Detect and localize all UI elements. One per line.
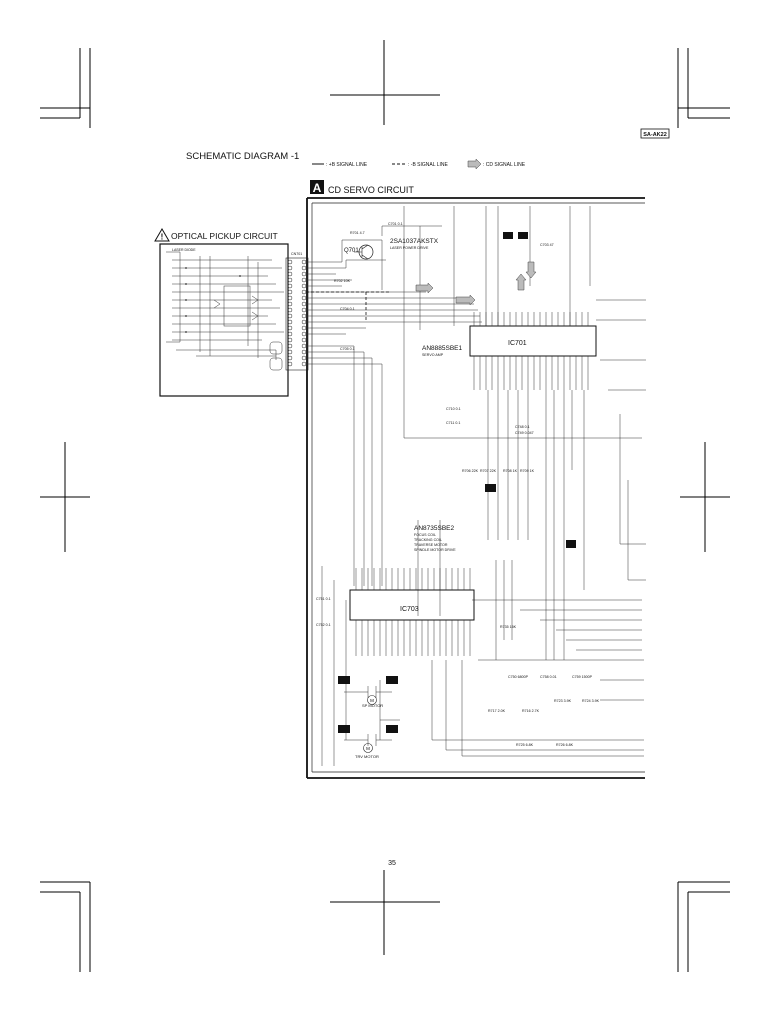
legend-cd-signal: : CD SIGNAL LINE	[483, 162, 526, 168]
comp-r726: R726 6.8K	[556, 743, 574, 747]
legend-minus-b: : -B SIGNAL LINE	[408, 162, 448, 168]
optical-pickup-block: ! OPTICAL PICKUP CIRCUIT LASER DIODE	[154, 228, 289, 397]
comp-r717: R717 2.0K	[488, 709, 506, 713]
comp-r702: R702 10K	[334, 279, 351, 283]
q701-part: 2SA1037AKSTX	[390, 238, 439, 245]
comp-r706: R706 22K	[462, 469, 479, 473]
comp-r709: R709 1K	[520, 469, 535, 473]
connector-ref: CN701	[291, 252, 302, 256]
comp-r735: R735 15K	[500, 625, 517, 629]
ic703-desc-1: FOCUS COIL	[414, 533, 436, 537]
comp-r708: R708 1K	[503, 469, 518, 473]
ic703-desc-3: TRAVERSE MOTOR	[414, 543, 448, 547]
test-points	[338, 232, 576, 733]
ic703-desc-2: TRACKING COIL	[414, 538, 442, 542]
cd-signal-arrow-icon	[515, 273, 527, 291]
comp-c703: C703 47	[540, 243, 554, 247]
comp-r725: R725 6.8K	[516, 743, 534, 747]
ic701-part: AN8885SBE1	[422, 345, 462, 352]
comp-c701: C701 0.1	[388, 222, 403, 226]
comp-c752: C752 0.1	[316, 623, 331, 627]
legend-plus-b: : +B SIGNAL LINE	[326, 162, 368, 168]
q701-ref: Q701	[344, 248, 359, 254]
model-badge: SA-AK22	[640, 128, 670, 139]
servo-circuit-frame	[306, 197, 645, 779]
ic701-ref: IC701	[508, 340, 527, 347]
trv-motor: M TRV MOTOR	[344, 734, 392, 759]
comp-c705: C705 0.1	[340, 347, 355, 351]
comp-r707: R707 22K	[480, 469, 497, 473]
sp-motor: M SP MOTOR	[344, 686, 392, 708]
ic701: IC701 AN8885SBE1 SERVO AMP	[422, 312, 597, 390]
svg-text:M: M	[366, 746, 370, 751]
servo-section-title: CD SERVO CIRCUIT	[328, 185, 414, 195]
trv-motor-label: TRV MOTOR	[355, 754, 379, 759]
q701-desc: LASER POWER DRIVE	[390, 246, 429, 250]
comp-c711: C711 0.1	[446, 421, 460, 425]
ic703-desc-4: SPINDLE MOTOR DRIVE	[414, 548, 456, 552]
comp-r724: R724 3.9K	[582, 699, 600, 703]
pickup-subtitle: LASER DIODE	[172, 248, 196, 252]
cd-signal-arrow-icon	[525, 261, 537, 279]
model-badge-text: SA-AK22	[643, 132, 667, 138]
ic703-ref: IC703	[400, 606, 419, 613]
comp-r701: R701 4.7	[350, 231, 365, 235]
comp-c751: C751 0.1	[316, 597, 331, 601]
sp-motor-label: SP MOTOR	[362, 703, 383, 708]
signal-legend: : +B SIGNAL LINE : -B SIGNAL LINE : CD S…	[312, 158, 526, 170]
comp-c704: C704 0.1	[340, 307, 355, 311]
ic701-desc: SERVO AMP	[422, 353, 444, 357]
page-title: SCHEMATIC DIAGRAM -1	[186, 151, 299, 162]
transistor-q701: Q701 2SA1037AKSTX LASER POWER DRIVE	[344, 238, 439, 260]
svg-text:M: M	[370, 698, 374, 703]
comp-r723: R723 3.9K	[554, 699, 572, 703]
connector-cn701: CN701	[285, 252, 309, 371]
comp-c759: C759 1500P	[572, 675, 593, 679]
comp-c748: C748 0.1	[515, 425, 530, 429]
cd-signal-arrow-icon	[467, 158, 482, 170]
comp-c749: C749 0.047	[515, 431, 534, 435]
ic703-part: AN8735SBE2	[414, 525, 454, 532]
component-labels: R701 4.7 C701 0.1 C703 47 R702 10K C704 …	[316, 222, 600, 747]
page-number: 35	[388, 860, 396, 867]
registration-marks	[40, 40, 730, 972]
warning-triangle-icon	[154, 228, 170, 242]
section-letter: A	[313, 181, 322, 195]
section-letter-box	[310, 180, 324, 194]
cd-signal-arrow-icon	[415, 282, 434, 294]
svg-text:!: !	[161, 233, 164, 242]
cd-signal-arrow-icon	[455, 294, 476, 306]
minus-b-line	[306, 291, 390, 322]
ic703: IC703 AN8735SBE2 FOCUS COIL TRACKING COI…	[349, 525, 475, 656]
comp-r716: R716 2.7K	[522, 709, 540, 713]
comp-c750: C750 6800P	[508, 675, 529, 679]
servo-wiring	[306, 206, 646, 766]
cd-signal-arrows	[415, 261, 537, 306]
pickup-title: OPTICAL PICKUP CIRCUIT	[171, 231, 278, 241]
comp-c758: C758 0.01	[540, 675, 557, 679]
comp-c710: C710 0.1	[446, 407, 461, 411]
